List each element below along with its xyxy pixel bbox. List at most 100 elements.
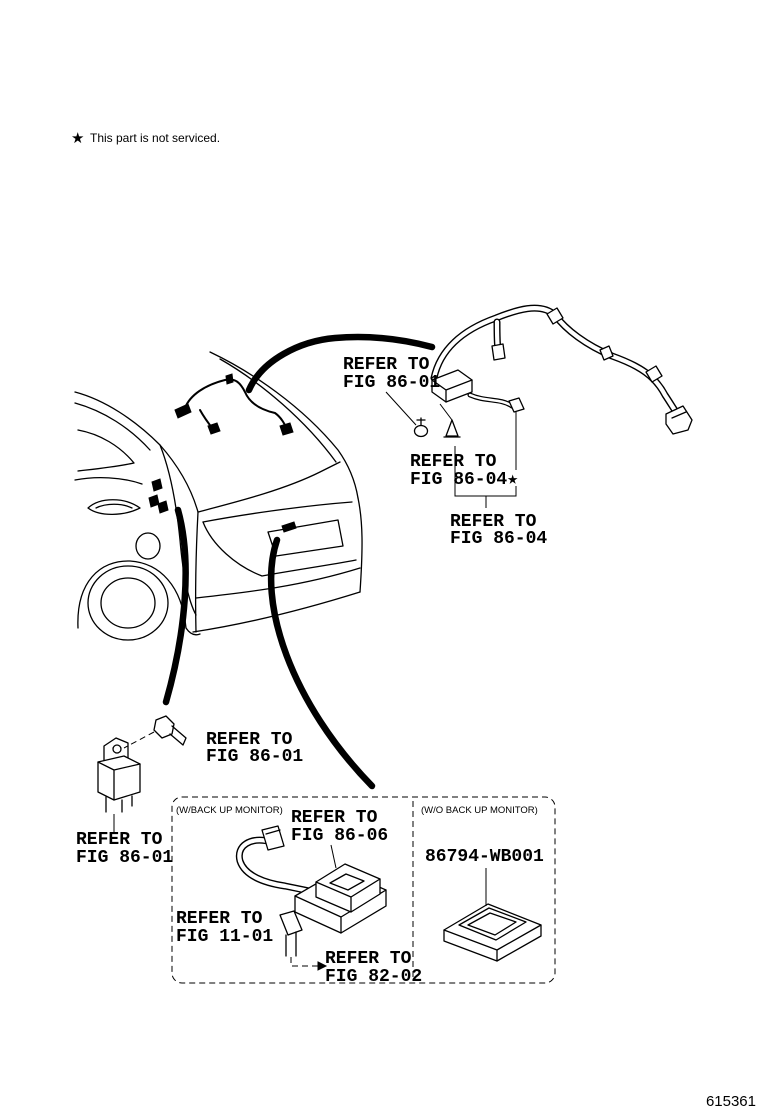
end-connector-detail [671,411,687,419]
star-icon: ★ [71,129,84,147]
pillar-connector [151,478,163,492]
rear-side-window [77,429,135,472]
not-serviced-note: ★ This part is not serviced. [71,129,220,147]
camera-cable-inner [237,838,321,896]
leader-line [385,391,417,426]
sub-harness-connector [508,397,525,413]
end-connector [665,405,693,435]
part-number: 86794-WB001 [425,847,544,867]
hatch-connector-pad [281,521,297,533]
rear-wheel-hub [100,577,156,629]
fuel-door [135,532,161,560]
clip-head [413,424,429,438]
lamp-base-edge [443,924,542,962]
leader-line [330,844,337,869]
camera-cable-connector [261,825,285,851]
harness-tube [430,304,684,422]
harness-tube-inner [431,306,683,421]
branch-connector [491,343,506,361]
callout-line2: FIG 11-01 [176,927,273,947]
callout-line2: FIG 86-04 [450,529,547,549]
body-lower-contour [194,511,199,633]
hatch-inner-edge [219,358,337,463]
figure-id: 615361 [706,1093,756,1110]
callout-line2: FIG 86-04★ [410,470,518,490]
leader-band-harness [245,333,436,394]
callout-harness-connector: REFER TO FIG 86-01 [343,355,440,393]
variant-label-without-monitor: (W/O BACK UP MONITOR) [421,805,538,816]
leader-line [439,403,453,421]
harness-cable [184,378,289,432]
callout-line1: REFER TO [343,355,430,375]
relay-body-edge [97,761,141,801]
variant-label-with-monitor: (W/BACK UP MONITOR) [176,805,283,816]
callout-line1: REFER TO [325,949,412,969]
roof-inner-line [74,402,151,451]
pillar-connector [157,500,169,514]
relay-bolt-head [153,715,175,739]
bracket-hole [112,744,122,754]
spoiler-line [202,501,353,523]
wheel-arch [77,560,187,629]
relay-terminals [105,795,133,813]
callout-line1: REFER TO [76,830,163,850]
callout-camera-lamp: REFER TO FIG 86-06 [291,808,388,846]
camera-lamp-module [235,825,387,971]
camera-housing-edge [315,878,381,913]
note-text: This part is not serviced. [90,131,220,145]
grommet [546,307,564,325]
connector-detail [265,829,281,835]
harness-connector [174,403,192,419]
leader-band-camera [267,536,376,790]
variant-box: (W/BACK UP MONITOR) (W/O BACK UP MONITOR… [171,796,556,984]
bumper-lower [192,591,361,633]
callout-bracket [454,446,517,508]
taillight-inner [95,503,133,509]
camera-lens-opening [329,873,365,891]
rear-harness-assembly [430,304,693,435]
bolt-install-line [123,731,155,749]
camera-housing [315,863,381,913]
grommet [599,345,614,361]
callout-camera-lead: REFER TO FIG 82-02 [325,949,422,987]
clip-pin [416,417,426,426]
hatch-top-edge [209,351,359,499]
tailgate-panel [202,521,357,577]
sub-harness-tube-inner [468,393,514,408]
rear-glass-lower-edge [197,461,341,513]
main-connector-detail [431,379,473,403]
quarter-body-line [74,477,143,485]
camera-lead-line [290,957,318,967]
arrow-icon [317,961,328,971]
rocker-line [185,627,201,636]
body-right-edge [357,497,363,593]
callout-clip-not-serviced: REFER TO FIG 86-04★ [410,452,518,490]
harness-clips [385,391,517,508]
harness-clip [225,373,234,385]
camera-connector-leads [285,931,297,957]
callout-line1: REFER TO [291,808,378,828]
pillar-connector [148,494,160,508]
rear-wheel [87,565,169,641]
relay-body [97,755,141,801]
harness-connector [207,422,221,435]
callout-camera-connector: REFER TO FIG 11-01 [176,909,273,947]
c-pillar-line [159,444,197,616]
camera-connector [279,910,303,936]
vehicle-rear-view [74,351,363,641]
taillight [87,499,141,516]
push-clip [445,419,459,437]
callout-line2: FIG 86-01 [206,747,303,767]
relay-assembly [97,715,187,832]
grommet [645,365,663,383]
callout-clips: REFER TO FIG 86-04 [450,512,547,549]
callout-line1: REFER TO [450,512,537,532]
relay-bolt-shank [169,725,187,746]
variant-frame [171,796,556,984]
callout-relay: REFER TO FIG 86-01 [76,830,173,868]
lamp-lens-inner [467,912,517,936]
harness-connector [279,422,294,436]
bumper-upper [195,567,361,599]
license-lamp [443,868,542,962]
